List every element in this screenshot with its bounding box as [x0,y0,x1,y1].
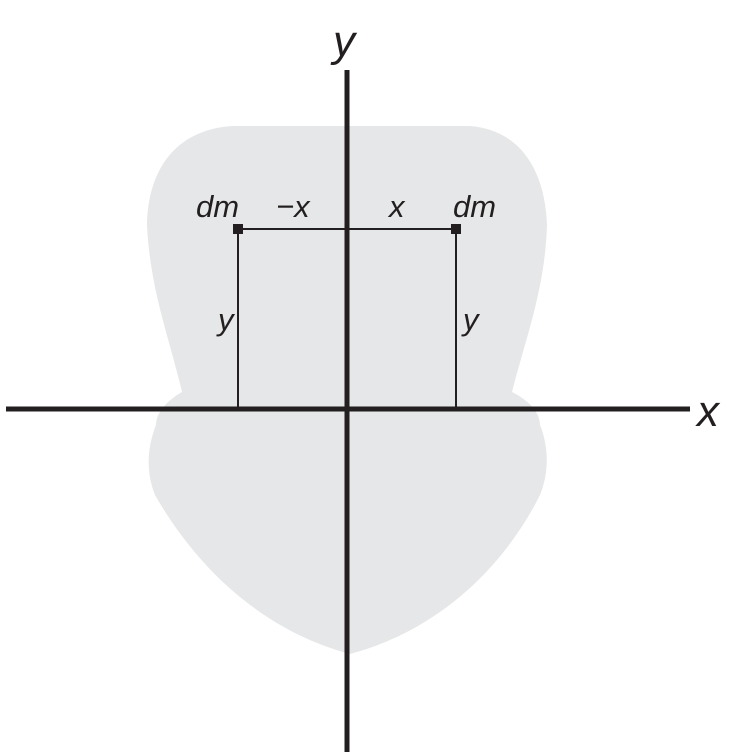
pos-x-label: x [387,189,406,224]
y-distance-label-right: y [461,302,481,337]
y-distance-label-left: y [216,302,236,337]
neg-x-label: −x [276,189,311,224]
dm-label-left: dm [196,189,239,224]
x-axis-label: x [695,387,721,436]
dm-marker-right [451,224,461,234]
y-axis-label: y [330,17,358,66]
dm-marker-left [233,224,243,234]
dm-label-right: dm [453,189,496,224]
